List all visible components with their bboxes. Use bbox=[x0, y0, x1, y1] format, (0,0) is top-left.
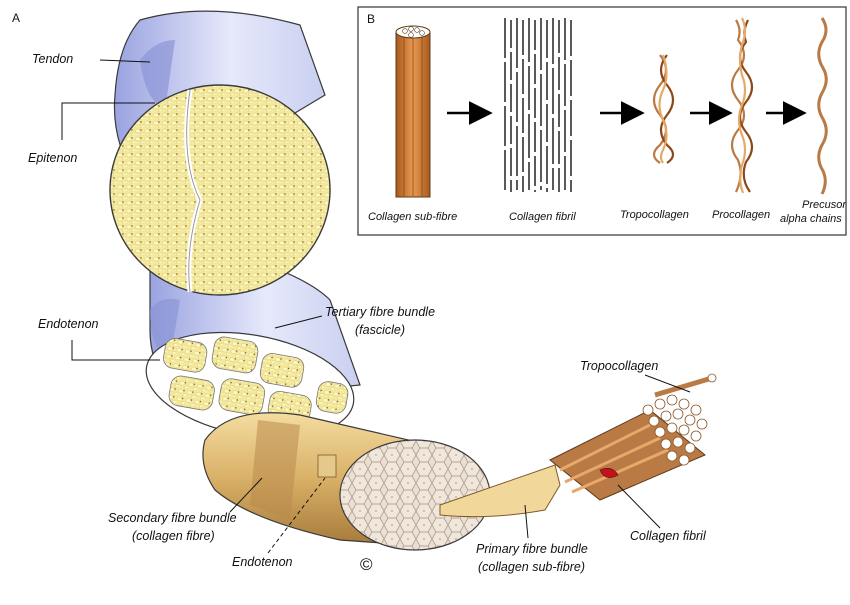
label-secondary-line1: Secondary fibre bundle bbox=[108, 511, 237, 525]
tendon-cross-section bbox=[109, 84, 331, 296]
label-primary-line1: Primary fibre bundle bbox=[476, 542, 588, 556]
collagen-fibril-bundle bbox=[549, 373, 717, 501]
stage-5-label-line2: alpha chains bbox=[780, 213, 842, 225]
stage-subfibre-icon bbox=[395, 25, 431, 198]
stage-procollagen-icon bbox=[730, 17, 754, 194]
stage-4-label: Procollagen bbox=[712, 209, 770, 221]
panel-b: B Collagen sub-fibre bbox=[357, 6, 847, 236]
panel-b-letter: B bbox=[367, 12, 375, 26]
label-secondary-line2: (collagen fibre) bbox=[132, 529, 215, 543]
leader-endotenon-upper bbox=[71, 340, 160, 361]
stage-2-label: Collagen fibril bbox=[509, 211, 576, 223]
label-primary-line2: (collagen sub-fibre) bbox=[478, 560, 585, 574]
leader-primary bbox=[524, 504, 529, 539]
leader-epitenon bbox=[61, 102, 155, 140]
label-epitenon: Epitenon bbox=[28, 151, 77, 165]
label-tropocollagen: Tropocollagen bbox=[580, 359, 658, 373]
panel-b-frame bbox=[357, 6, 847, 236]
label-tertiary-line1: Tertiary fibre bundle bbox=[325, 305, 435, 319]
stage-fibril-icon bbox=[504, 18, 572, 192]
stage-5-label-line1: Precusor bbox=[802, 199, 847, 211]
stage-tropocollagen-icon bbox=[652, 54, 675, 164]
stage-alpha-chain-icon bbox=[817, 17, 828, 195]
label-tendon: Tendon bbox=[32, 52, 73, 66]
secondary-bundle bbox=[202, 412, 491, 551]
label-tertiary-line2: (fascicle) bbox=[355, 323, 405, 337]
leader-tertiary bbox=[274, 315, 323, 329]
stage-1-label: Collagen sub-fibre bbox=[368, 211, 457, 223]
leader-endotenon-lower bbox=[267, 477, 326, 554]
primary-bundle bbox=[439, 464, 561, 518]
label-endotenon-upper: Endotenon bbox=[38, 317, 99, 331]
leader-tropocollagen bbox=[644, 374, 691, 393]
stage-3-label: Tropocollagen bbox=[620, 209, 689, 221]
label-endotenon-lower: Endotenon bbox=[232, 555, 293, 569]
leader-secondary bbox=[229, 477, 263, 513]
label-collagen-fibril: Collagen fibril bbox=[630, 529, 707, 543]
copyright-symbol: © bbox=[360, 555, 373, 574]
leader-collagen-fibril bbox=[617, 484, 661, 529]
leader-tendon bbox=[99, 59, 151, 63]
panel-a-letter: A bbox=[12, 11, 20, 25]
